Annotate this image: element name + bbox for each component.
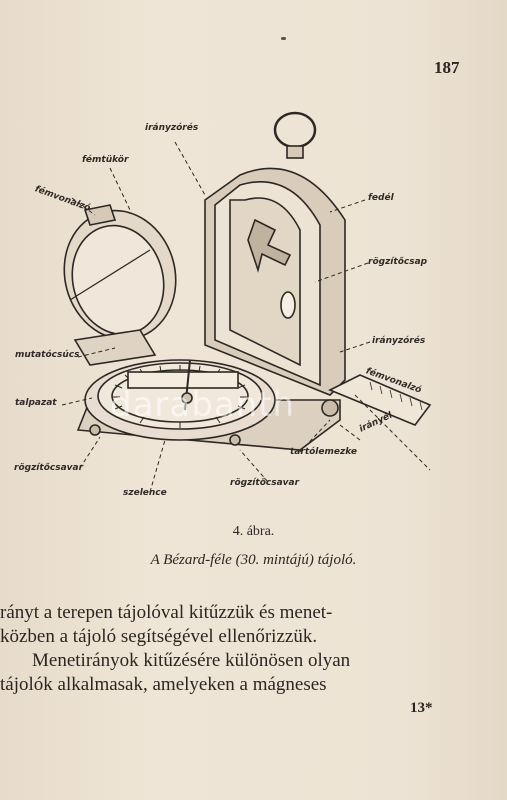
label-talpazat: talpazat xyxy=(15,398,57,408)
label-iranyzores-top: irányzórés xyxy=(145,123,199,133)
text-line: Menetirányok kitűzésére különösen olyan xyxy=(32,650,351,671)
label-tartolemezke: tartólemezke xyxy=(290,447,357,457)
label-rogzitocsavar-left: rögzítőcsavar xyxy=(14,463,84,473)
label-mutatocsucs: mutatócsúcs xyxy=(15,350,80,360)
figure-number: 4. ábra. xyxy=(232,524,275,539)
label-rogzitocsap: rögzítőcsap xyxy=(368,257,428,267)
label-iranyzores-right: irányzórés xyxy=(372,336,426,346)
page-number: 187 xyxy=(434,58,460,77)
watermark: darabanth xyxy=(110,385,296,425)
ink-spot xyxy=(281,37,286,40)
text-line: közben a tájoló segítségével ellenőrizzü… xyxy=(0,626,318,647)
signature-mark: 13* xyxy=(410,700,433,716)
compass-illustration xyxy=(61,111,432,493)
label-szelence: szelence xyxy=(123,488,167,498)
label-fedel: fedél xyxy=(368,193,394,203)
body-text: rányt a terepen tájolóval kitűzzük és me… xyxy=(0,601,507,697)
text-line: tájolók alkalmasak, amelyeken a mágneses xyxy=(0,674,327,695)
label-rogzitocsavar-bottom: rögzítőcsavar xyxy=(230,478,300,488)
text-line: rányt a terepen tájolóval kitűzzük és me… xyxy=(0,602,333,623)
label-femtukor: fémtükör xyxy=(82,155,129,165)
figure-caption: A Bézard-féle (30. mintájú) tájoló. xyxy=(150,552,357,568)
